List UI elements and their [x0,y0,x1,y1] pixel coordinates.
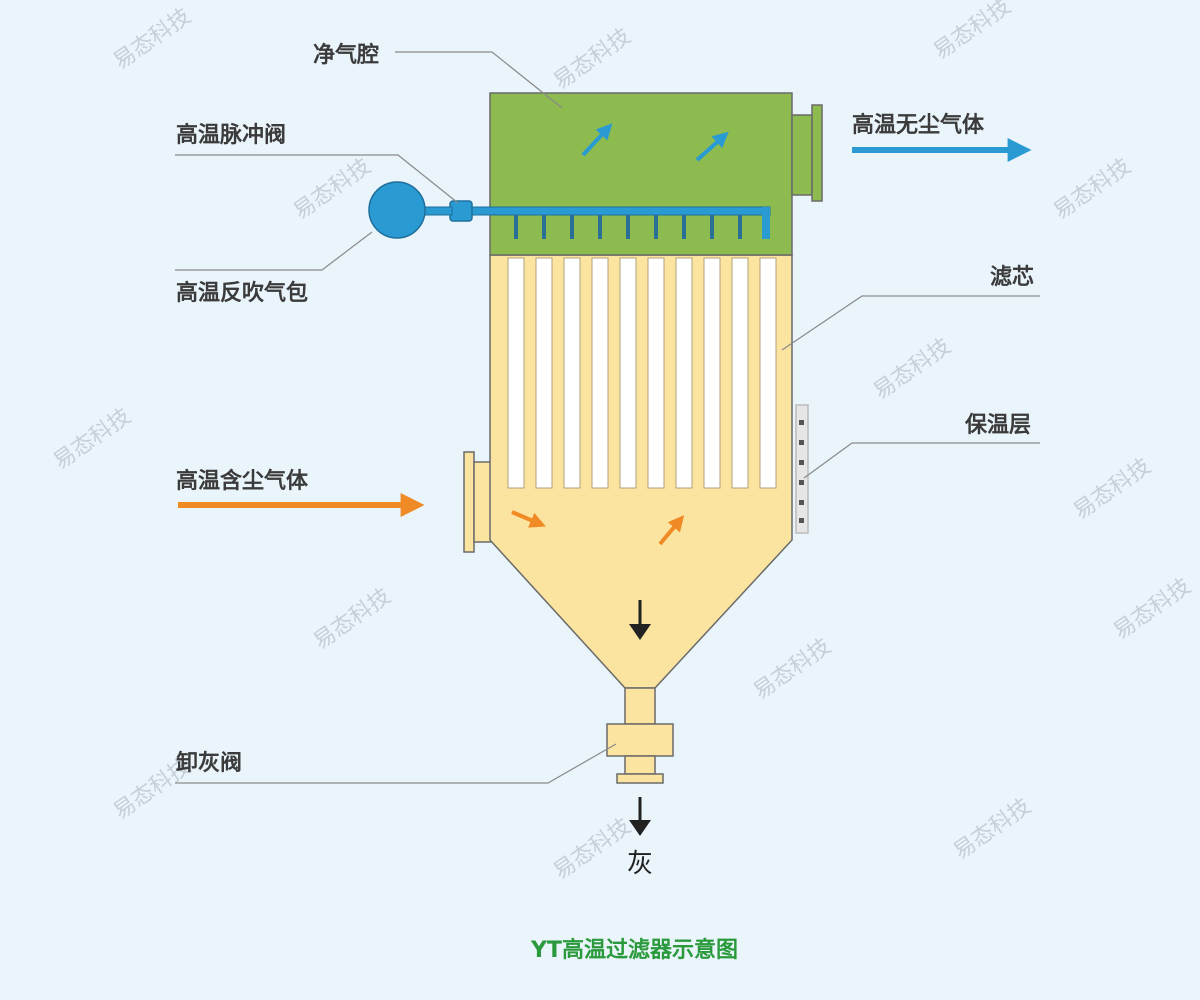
label-blowback-tank: 高温反吹气包 [176,280,308,306]
outlet-pipe [791,114,813,196]
down-arrow-ash [629,797,651,836]
inlet-flange [463,451,475,553]
flow-arrows [178,123,1032,836]
watermark-text: 易态科技 [949,794,1035,865]
watermark-text: 易态科技 [869,334,955,405]
watermark-text: 易态科技 [929,0,1015,65]
filter-tube [507,257,525,489]
valve-stem [624,755,656,775]
blowback-tank-icon [368,181,426,239]
watermark-text: 易态科技 [549,24,635,95]
label-clean-gas: 高温无尘气体 [852,112,985,138]
filter-tube [647,257,665,489]
label-clean-chamber: 净气腔 [313,42,379,68]
insulation-pattern [799,420,804,523]
leader-lines [175,51,1040,784]
valve-neck [624,687,656,725]
watermark-text: 易态科技 [289,154,375,225]
flow-arrow-small [695,131,729,162]
blowback-pipe-end [762,207,770,239]
valve-flange [616,773,664,784]
filter-tube [731,257,749,489]
watermark-text: 易态科技 [749,634,835,705]
valve-body [606,723,674,757]
watermark-text: 易态科技 [109,4,195,75]
filter-tube [563,257,581,489]
leader-insulation [803,442,1040,479]
label-discharge-valve: 卸灰阀 [176,750,242,776]
clean-gas-chamber [489,92,793,256]
label-filter-element: 滤芯 [990,265,1034,290]
watermark-text: 易态科技 [49,404,135,475]
filter-tube [759,257,777,489]
filter-tube [703,257,721,489]
tank-connector [423,206,453,216]
watermark-text: 易态科技 [1069,454,1155,525]
diagram-caption: YT高温过滤器示意图 [530,937,738,963]
filter-tube [535,257,553,489]
filter-tube [675,257,693,489]
watermark-text: 易态科技 [1109,574,1195,645]
filter-tube [591,257,609,489]
filter-tube [619,257,637,489]
watermark-text: 易态科技 [1049,154,1135,225]
down-arrow-hopper [629,600,651,640]
leader-clean-chamber [395,51,563,109]
label-ash: 灰 [627,849,653,879]
flow-arrow-small [581,123,613,157]
flow-arrow-small [658,515,685,546]
flow-arrow-small [511,510,546,528]
label-pulse-valve: 高温脉冲阀 [176,122,286,148]
watermark-text: 易态科技 [549,814,635,885]
leader-discharge-valve [175,743,617,784]
outlet-flange [811,104,823,202]
blowback-pipe [469,206,771,216]
label-insulation: 保温层 [964,413,1031,438]
filter-elements [507,257,777,489]
leader-filter-element [781,295,1040,351]
discharge-valve-assembly [606,687,674,784]
label-dusty-gas: 高温含尘气体 [176,468,309,494]
watermark-text: 易态科技 [309,584,395,655]
pulse-valve-body [449,200,473,222]
blowback-manifold [368,181,771,239]
leader-pulse-valve [175,154,459,204]
leader-blowback-tank [175,231,373,271]
